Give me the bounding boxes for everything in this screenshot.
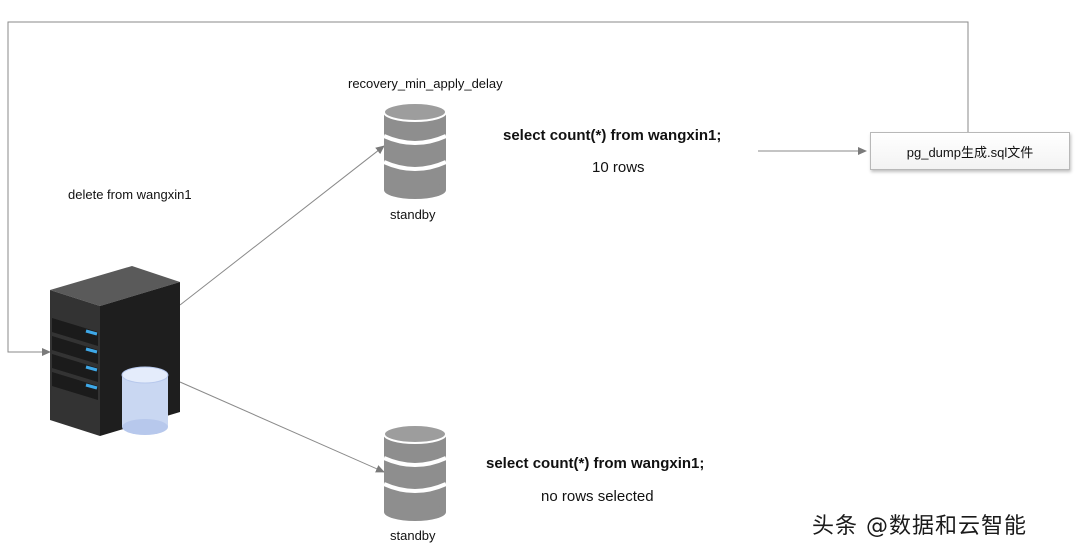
pg-dump-box: pg_dump生成.sql文件 — [870, 132, 1070, 170]
delay-parameter-label: recovery_min_apply_delay — [348, 76, 503, 91]
standby-top-label: standby — [390, 207, 436, 222]
top-result-text: 10 rows — [592, 159, 645, 176]
server-drive-bays — [52, 318, 98, 400]
standby-bottom-label: standby — [390, 528, 436, 543]
top-query-text: select count(*) from wangxin1; — [503, 127, 722, 144]
primary-to-standby-bottom-arrow — [179, 381, 385, 473]
primary-database-cylinder — [121, 366, 169, 435]
bottom-result-text: no rows selected — [541, 488, 654, 505]
pg-dump-box-label: pg_dump生成.sql文件 — [906, 144, 1034, 160]
primary-action-label: delete from wangxin1 — [68, 187, 192, 202]
primary-to-standby-top-arrow — [179, 145, 385, 306]
loop-connector — [7, 21, 969, 356]
watermark: 头条 @数据和云智能 — [812, 514, 1027, 539]
bottom-query-text: select count(*) from wangxin1; — [486, 455, 705, 472]
